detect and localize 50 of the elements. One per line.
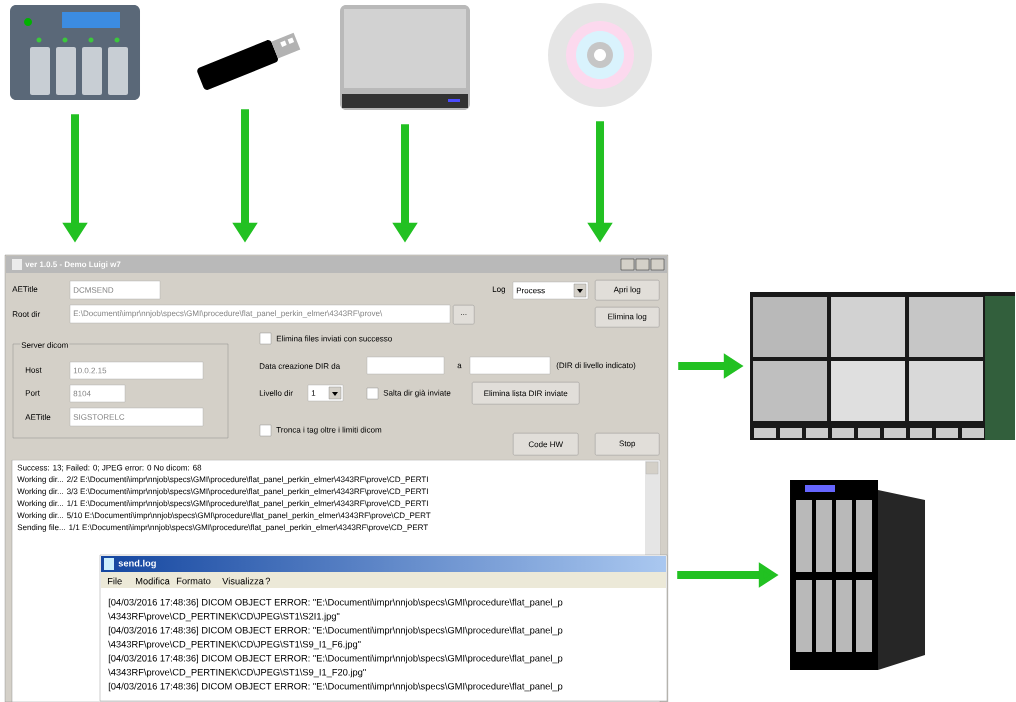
button: Stop — [595, 433, 660, 456]
log-line: [04/03/2016 17:48:36] DICOM OBJECT ERROR: "E:\Documenti\impr\nnjob\specs\GMI\procedure\flat_panel_p — [108, 598, 563, 608]
input-field: E:\Documenti\impr\nnjob\specs\GMI\procedure\flat_panel_perkin_elmer\4343RF\prove\ — [69, 304, 451, 324]
checkbox: Salta dir già inviate — [366, 387, 451, 400]
field-label: AETitle — [12, 286, 38, 292]
input-field: DCMSEND — [69, 280, 161, 300]
button: Code HW — [513, 433, 579, 456]
menu-item: Modifica — [135, 577, 170, 585]
log-line: \4343RF\prove\CD_PERTINEK\CD\JPEG\ST1\S9_I1_F6.jpg" — [108, 640, 361, 650]
menu-item: ? — [265, 577, 271, 585]
field-label: Data creazione DIR da — [259, 363, 341, 369]
hard-disk-drawing — [340, 5, 470, 110]
menu-item: Formato — [176, 577, 211, 585]
button: Apri log — [595, 280, 660, 301]
log-line: \4343RF\prove\CD_PERTINEK\CD\JPEG\ST1\S9_I1_F20.jpg" — [108, 668, 366, 678]
button: Elimina lista DIR inviate — [472, 382, 580, 405]
log-line: Working dir... 1/1 E:\Documenti\impr\nnjob\specs\GMI\procedure\flat_panel_perkin_elmer\4343RF\prove\CD_PERTI — [17, 500, 428, 508]
field-label: Port — [25, 390, 40, 396]
log-line: Success: 13; Failed: 0; JPEG error: 0 No dicom: 68 — [17, 464, 202, 472]
checkbox: Tronca i tag oltre i limiti dicom — [259, 424, 382, 437]
button: Elimina log — [595, 307, 660, 328]
input-field: SIGSTORELC — [69, 407, 204, 427]
field-label: Livello dir — [259, 390, 293, 396]
field-label: a — [457, 363, 462, 369]
button: ... — [453, 305, 475, 325]
usb-stick-drawing — [197, 32, 301, 90]
log-line: [04/03/2016 17:48:36] DICOM OBJECT ERROR: "E:\Documenti\impr\nnjob\specs\GMI\procedure\flat_panel_p — [108, 682, 563, 692]
server-drawing — [790, 480, 925, 670]
field-label: Host — [25, 367, 42, 373]
log-line: Working dir... 2/2 E:\Documenti\impr\nnjob\specs\GMI\procedure\flat_panel_perkin_elmer\4343RF\prove\CD_PERTI — [17, 476, 428, 484]
input-field: 8104 — [69, 384, 126, 403]
log-line: Working dir... 3/3 E:\Documenti\impr\nnjob\specs\GMI\procedure\flat_panel_perkin_elmer\4343RF\prove\CD_PERTI — [17, 488, 428, 496]
viewer-screenshot-drawing — [750, 292, 1015, 440]
menu-item: File — [107, 577, 122, 585]
field-label: Log — [492, 286, 506, 294]
log-line: Sending file... 1/1 E:\Documenti\impr\nnjob\specs\GMI\procedure\flat_panel_perkin_elmer\4343RF\prove\CD_PERT — [17, 524, 428, 532]
log-line: [04/03/2016 17:48:36] DICOM OBJECT ERROR: "E:\Documenti\impr\nnjob\specs\GMI\procedure\flat_panel_p — [108, 626, 563, 636]
field-label: (DIR di livello indicato) — [556, 362, 636, 370]
dropdown: Process — [512, 281, 589, 300]
log-line: Working dir... 5/10 E:\Documenti\impr\nnjob\specs\GMI\procedure\flat_panel_perkin_elmer\4343RF\prove\CD_PERT — [17, 512, 431, 520]
log-line: \4343RF\prove\CD_PERTINEK\CD\JPEG\ST1\S2I1.jpg" — [108, 612, 340, 622]
checkbox: Elimina files inviati con successo — [259, 332, 392, 345]
dropdown: 1 — [307, 384, 344, 402]
log-line: [04/03/2016 17:48:36] DICOM OBJECT ERROR: "E:\Documenti\impr\nnjob\specs\GMI\procedure\flat_panel_p — [108, 654, 563, 664]
cd-drawing — [548, 3, 652, 107]
field-label: AETitle — [25, 414, 51, 420]
field-label: Root dir — [12, 311, 41, 317]
menu-item: Visualizza — [222, 577, 264, 585]
input-field: 10.0.2.15 — [69, 361, 204, 380]
nas-drawing — [10, 5, 140, 100]
